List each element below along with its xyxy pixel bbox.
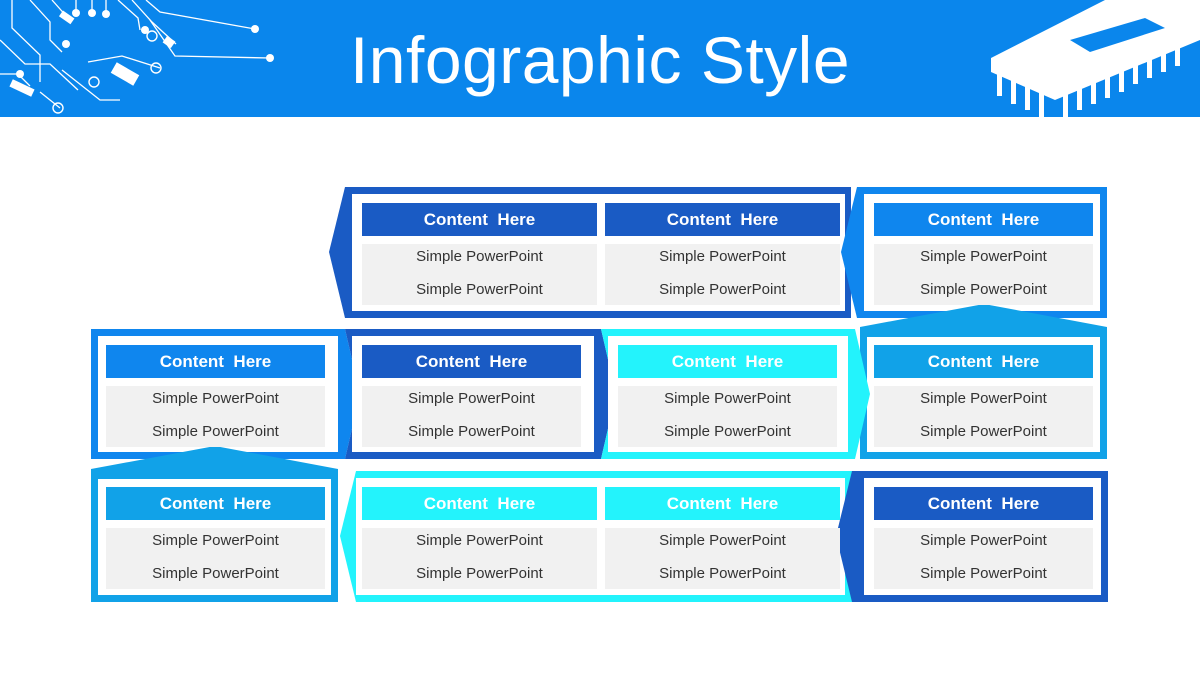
process-cell: Content Here Simple PowerPoint Simple Po… [106, 487, 325, 589]
cell-text: Simple PowerPoint [152, 565, 279, 582]
cell-heading: Content Here [362, 487, 597, 520]
cell-body: Simple PowerPoint Simple PowerPoint [106, 386, 325, 447]
cell-heading: Content Here [874, 203, 1093, 236]
cell-text: Simple PowerPoint [659, 532, 786, 549]
microchip-icon [991, 0, 1200, 117]
cell-body: Simple PowerPoint Simple PowerPoint [874, 244, 1093, 305]
cell-heading: Content Here [874, 345, 1093, 378]
cell-text: Simple PowerPoint [920, 248, 1047, 265]
process-cell: Content Here Simple PowerPoint Simple Po… [605, 203, 840, 305]
cell-text: Simple PowerPoint [408, 423, 535, 440]
process-cell: Content Here Simple PowerPoint Simple Po… [874, 345, 1093, 447]
process-cell: Content Here Simple PowerPoint Simple Po… [362, 345, 581, 447]
cell-heading: Content Here [106, 487, 325, 520]
cell-body: Simple PowerPoint Simple PowerPoint [362, 528, 597, 589]
cell-body: Simple PowerPoint Simple PowerPoint [362, 244, 597, 305]
cell-body: Simple PowerPoint Simple PowerPoint [605, 244, 840, 305]
cell-body: Simple PowerPoint Simple PowerPoint [362, 386, 581, 447]
cell-heading: Content Here [605, 203, 840, 236]
circuit-traces-icon [0, 0, 274, 114]
cell-heading: Content Here [106, 345, 325, 378]
process-cell: Content Here Simple PowerPoint Simple Po… [874, 487, 1093, 589]
process-cell: Content Here Simple PowerPoint Simple Po… [106, 345, 325, 447]
process-cell: Content Here Simple PowerPoint Simple Po… [618, 345, 837, 447]
cell-text: Simple PowerPoint [152, 423, 279, 440]
cell-body: Simple PowerPoint Simple PowerPoint [618, 386, 837, 447]
cell-text: Simple PowerPoint [920, 423, 1047, 440]
process-cell: Content Here Simple PowerPoint Simple Po… [362, 203, 597, 305]
cell-text: Simple PowerPoint [920, 565, 1047, 582]
cell-text: Simple PowerPoint [416, 248, 543, 265]
cell-text: Simple PowerPoint [408, 390, 535, 407]
cell-heading: Content Here [605, 487, 840, 520]
page-title: Infographic Style [349, 23, 851, 97]
cell-heading: Content Here [874, 487, 1093, 520]
cell-body: Simple PowerPoint Simple PowerPoint [106, 528, 325, 589]
cell-text: Simple PowerPoint [664, 390, 791, 407]
process-cell: Content Here Simple PowerPoint Simple Po… [874, 203, 1093, 305]
cell-text: Simple PowerPoint [416, 281, 543, 298]
process-cell: Content Here Simple PowerPoint Simple Po… [362, 487, 597, 589]
cell-text: Simple PowerPoint [152, 390, 279, 407]
cell-text: Simple PowerPoint [416, 565, 543, 582]
cell-text: Simple PowerPoint [920, 390, 1047, 407]
cell-heading: Content Here [362, 345, 581, 378]
process-cell: Content Here Simple PowerPoint Simple Po… [605, 487, 840, 589]
cell-heading: Content Here [362, 203, 597, 236]
cell-text: Simple PowerPoint [659, 281, 786, 298]
cell-text: Simple PowerPoint [920, 281, 1047, 298]
cell-text: Simple PowerPoint [416, 532, 543, 549]
cell-text: Simple PowerPoint [659, 248, 786, 265]
cell-body: Simple PowerPoint Simple PowerPoint [605, 528, 840, 589]
cell-text: Simple PowerPoint [152, 532, 279, 549]
cell-text: Simple PowerPoint [920, 532, 1047, 549]
cell-text: Simple PowerPoint [664, 423, 791, 440]
cell-body: Simple PowerPoint Simple PowerPoint [874, 386, 1093, 447]
cell-heading: Content Here [618, 345, 837, 378]
cell-body: Simple PowerPoint Simple PowerPoint [874, 528, 1093, 589]
cell-text: Simple PowerPoint [659, 565, 786, 582]
